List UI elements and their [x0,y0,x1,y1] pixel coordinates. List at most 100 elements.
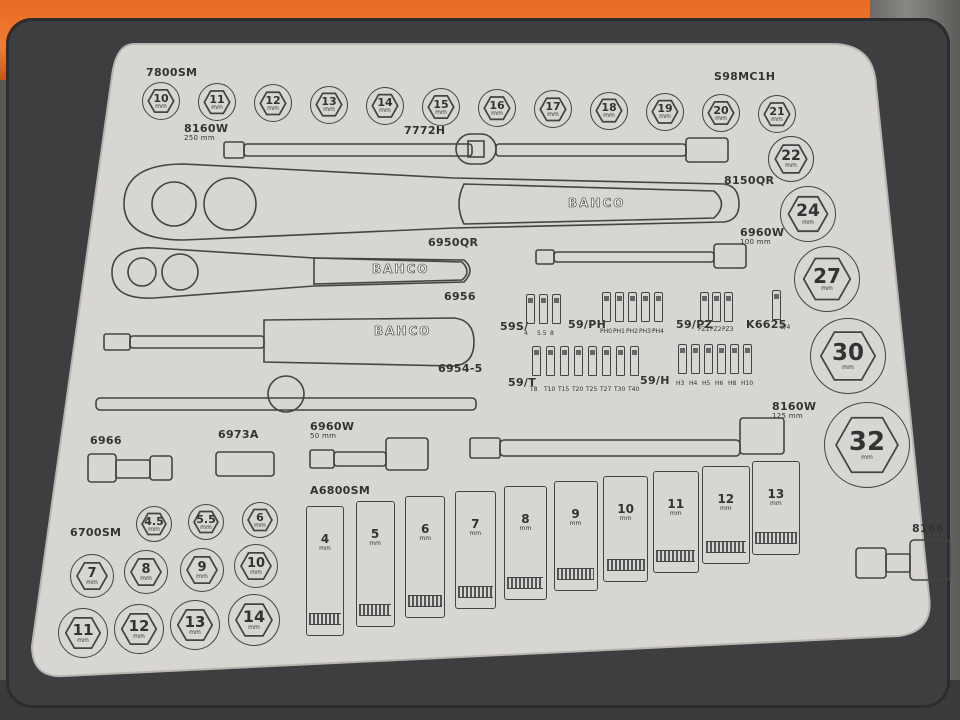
socket-size: 4.5 [144,514,164,528]
phillips-bit-ph3 [641,292,650,322]
hex-outline-icon [193,510,219,534]
deep-socket-unit: mm [419,535,432,542]
socket-unit: mm [785,162,797,169]
hex-outline-icon [819,331,877,381]
socket-size: 13 [184,612,206,631]
slotted-bit-4 [526,294,535,324]
hex-outline-icon [539,97,567,122]
deep-socket-unit: mm [770,500,782,507]
phillips-bit-ph0 [602,292,611,322]
hex-outline-icon [247,508,273,532]
torx-bit-t20 [574,346,583,376]
slotted-bit-8 [552,294,561,324]
deep-socket-unit: mm [369,540,381,547]
socket-size: 7 [87,565,97,581]
socket-size: 11 [209,92,225,106]
deep-socket-unit: mm [469,530,482,537]
ratchet-small-code: 6950QR [428,236,479,249]
torx-bit-label: T40 [628,386,640,393]
torx-bit-label: T8 [530,386,538,393]
deep-socket-unit: mm [669,510,682,517]
hex-outline-icon [427,94,455,120]
deep-socket-size: 5 [370,527,380,541]
socket-size: 22 [781,148,801,164]
bits-phillips-code: 59/PH [568,318,607,331]
phillips-bit-ph2 [628,292,637,322]
socket-unit: mm [715,114,727,122]
socket-size: 11 [72,620,94,639]
bits-hex-code: 59/H [640,374,670,387]
ujoint-code: 6966 [90,434,122,447]
pozi-bit-pz3 [724,292,733,322]
socket-unit: mm [861,454,873,461]
torx-bit-t10 [546,346,555,376]
knurled-grip-icon [755,532,797,544]
extension-50-outline [309,437,429,471]
foam-insert: 7800SM S98MC1H 8160W 250 mm 7772H 8150QR… [24,36,960,696]
pozi-bit-label: PZ1 [698,326,710,333]
adapter-code: 6973A [218,428,259,441]
breaker-bar-code: 7772H [404,124,446,137]
phillips-bit-label: PH3 [639,328,651,335]
pozi-bit-label: PZ3 [722,326,734,333]
hex-outline-icon [64,616,102,650]
torx-bit-label: T25 [586,386,598,393]
ujoint-outline [87,453,173,483]
hex-outline-icon [203,90,231,115]
socket-size: 15 [433,97,449,111]
socket-size: 9 [197,559,207,575]
ujoint-large-outline [855,539,951,581]
phillips-bit-label: PH2 [626,328,638,335]
socket-unit: mm [140,574,152,582]
deep-socket-unit: mm [519,525,532,532]
socket-size: 14 [242,607,266,626]
hex-bit-h4 [691,344,700,374]
socket-unit: mm [802,218,814,226]
deep-socket-unit: mm [619,515,632,522]
deep-socket-size: 4 [320,532,330,546]
slotted-bit-label: 5.5 [537,330,547,337]
bit-holder [772,290,781,320]
socket-size: 18 [601,101,617,115]
socket-size: 12 [128,616,150,635]
pozi-bit-pz2 [712,292,721,322]
torx-bit-label: T30 [614,386,626,393]
extension-100-outline [535,243,747,269]
hex-outline-icon [763,102,791,127]
torx-bit-label: T10 [544,386,556,393]
socket-size: 27 [813,264,841,288]
torx-bit-label: T15 [558,386,570,393]
socket-unit: mm [323,106,335,114]
socket-size: 20 [713,103,729,117]
deep-socket-size: 11 [667,497,685,511]
socket-unit: mm [155,102,167,110]
ext-250-code: 8160W [184,122,229,135]
socket-unit: mm [211,103,223,111]
hex-bit-label: H5 [702,380,711,387]
hex-bit-label: H10 [741,380,754,387]
phillips-bit-label: PH1 [613,328,625,335]
ratchet-large-code: 8150QR [724,174,775,187]
hex-bit-h6 [717,344,726,374]
knurled-grip-icon [457,586,493,598]
knurled-grip-icon [606,559,645,571]
ext-50-code: 6960W [310,420,355,433]
torx-bit-t8 [532,346,541,376]
knurled-grip-icon [557,568,594,580]
